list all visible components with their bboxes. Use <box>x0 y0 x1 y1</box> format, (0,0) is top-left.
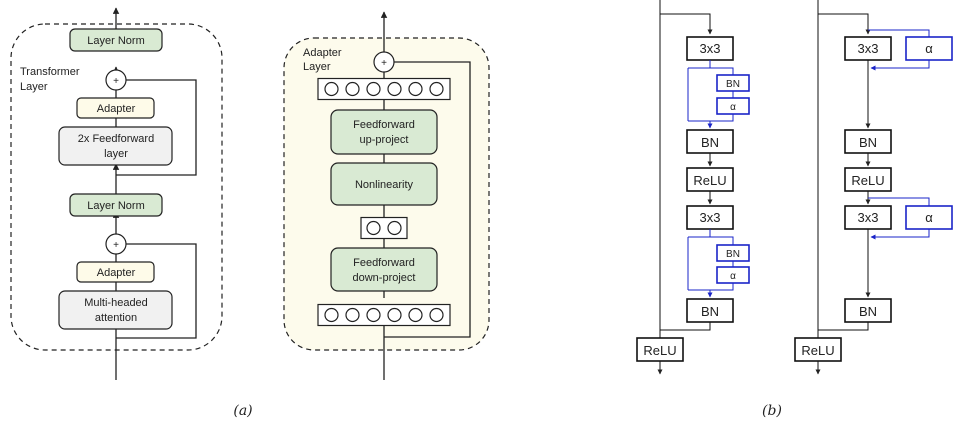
conv2-label: 3x3 <box>700 210 721 225</box>
neuron-node <box>387 81 402 97</box>
adapter-top-box <box>76 97 155 119</box>
caption-a: (a) <box>233 403 252 419</box>
residual-add-bottom-icon <box>105 233 127 255</box>
neuron-node <box>324 307 339 323</box>
side-branch-line <box>688 236 734 245</box>
neuron-node <box>387 307 402 323</box>
adapter-group-label-2: Layer <box>303 61 331 73</box>
side-alpha2-label: α <box>730 271 736 282</box>
feedforward-box <box>58 126 173 166</box>
resblock-left-diagram: 3x3 BN α BN ReLU 3x3 BN α BN <box>636 0 750 375</box>
neuron-node <box>366 220 381 236</box>
merge-arrow <box>870 229 930 240</box>
skip-connection-bottom <box>116 243 197 339</box>
bn2-label: BN <box>859 304 877 319</box>
up-project-label: Feedforward <box>353 119 415 131</box>
conv2-label: 3x3 <box>858 210 879 225</box>
up-project-label-2: up-project <box>360 134 409 146</box>
conv1-label: 3x3 <box>700 41 721 56</box>
layer-norm-top-box <box>69 28 163 52</box>
input-branch-arrow <box>660 13 713 35</box>
attention-label: Multi-headed <box>84 297 148 309</box>
side-branch-line <box>688 283 734 291</box>
residual-add-icon <box>373 51 395 73</box>
side-alpha1-label: α <box>925 41 933 56</box>
down-project-label: Feedforward <box>353 257 415 269</box>
nonlinearity-label: Nonlinearity <box>355 179 414 191</box>
merge-line <box>660 322 711 331</box>
side-branch-line <box>688 114 734 122</box>
side-branch-line <box>868 197 930 206</box>
residual-add-top-icon <box>105 69 127 91</box>
neuron-node <box>408 81 423 97</box>
relu-mid-label: ReLU <box>693 173 726 188</box>
caption-b: (b) <box>762 403 782 419</box>
wide-neuron-layer-top <box>317 77 451 101</box>
nonlinearity-box <box>330 162 438 206</box>
adapter-top-label: Adapter <box>97 103 136 115</box>
transformer-group-label-2: Layer <box>20 81 48 93</box>
down-project-label-2: down-project <box>353 272 416 284</box>
plus-symbol: + <box>113 76 119 87</box>
neuron-node <box>387 220 402 236</box>
bottleneck-neuron-layer <box>360 216 408 240</box>
relu-mid-label: ReLU <box>851 173 884 188</box>
plus-symbol: + <box>381 58 387 69</box>
adapter-group-label: Adapter <box>303 47 342 59</box>
merge-arrow <box>870 60 930 71</box>
side-alpha2-label: α <box>925 210 933 225</box>
neuron-node <box>429 81 444 97</box>
down-project-box <box>330 247 438 292</box>
feedforward-label: 2x Feedforward <box>78 133 154 145</box>
side-branch-line <box>688 67 734 75</box>
side-bn1-label: BN <box>726 79 740 90</box>
bn1-label: BN <box>859 135 877 150</box>
input-branch-arrow <box>818 13 871 35</box>
adapter-skip-connection <box>384 61 471 338</box>
side-alpha1-label: α <box>730 102 736 113</box>
relu-out-label: ReLU <box>801 343 834 358</box>
adapter-bottom-label: Adapter <box>97 267 136 279</box>
feedforward-label-2: layer <box>104 148 128 160</box>
neuron-node <box>345 81 360 97</box>
side-bn2-label: BN <box>726 249 740 260</box>
adapter-bottom-box <box>76 261 155 283</box>
adapter-layer-diagram: Adapter Layer + Feedforward up-project N… <box>283 11 490 380</box>
neuron-node <box>366 307 381 323</box>
layer-norm-top-label: Layer Norm <box>87 35 144 47</box>
neuron-node <box>345 307 360 323</box>
neuron-node <box>408 307 423 323</box>
bn1-label: BN <box>701 135 719 150</box>
bn2-label: BN <box>701 304 719 319</box>
neuron-node <box>429 307 444 323</box>
side-branch-line <box>868 29 930 37</box>
neuron-node <box>324 81 339 97</box>
neuron-node <box>366 81 381 97</box>
conv1-label: 3x3 <box>858 41 879 56</box>
layer-norm-bottom-box <box>69 193 163 217</box>
plus-symbol: + <box>113 240 119 251</box>
transformer-group-label: Transformer <box>20 66 80 78</box>
up-project-box <box>330 109 438 155</box>
layer-norm-bottom-label: Layer Norm <box>87 200 144 212</box>
wide-neuron-layer-bottom <box>317 303 451 327</box>
transformer-layer-diagram: Transformer Layer Layer Norm + Adapter 2… <box>10 7 223 380</box>
merge-line <box>818 322 869 331</box>
attention-label-2: attention <box>95 312 137 324</box>
relu-out-label: ReLU <box>643 343 676 358</box>
resblock-right-diagram: 3x3 α BN ReLU 3x3 α BN ReLU <box>794 0 953 375</box>
attention-box <box>58 290 173 330</box>
skip-connection-top <box>116 79 197 176</box>
